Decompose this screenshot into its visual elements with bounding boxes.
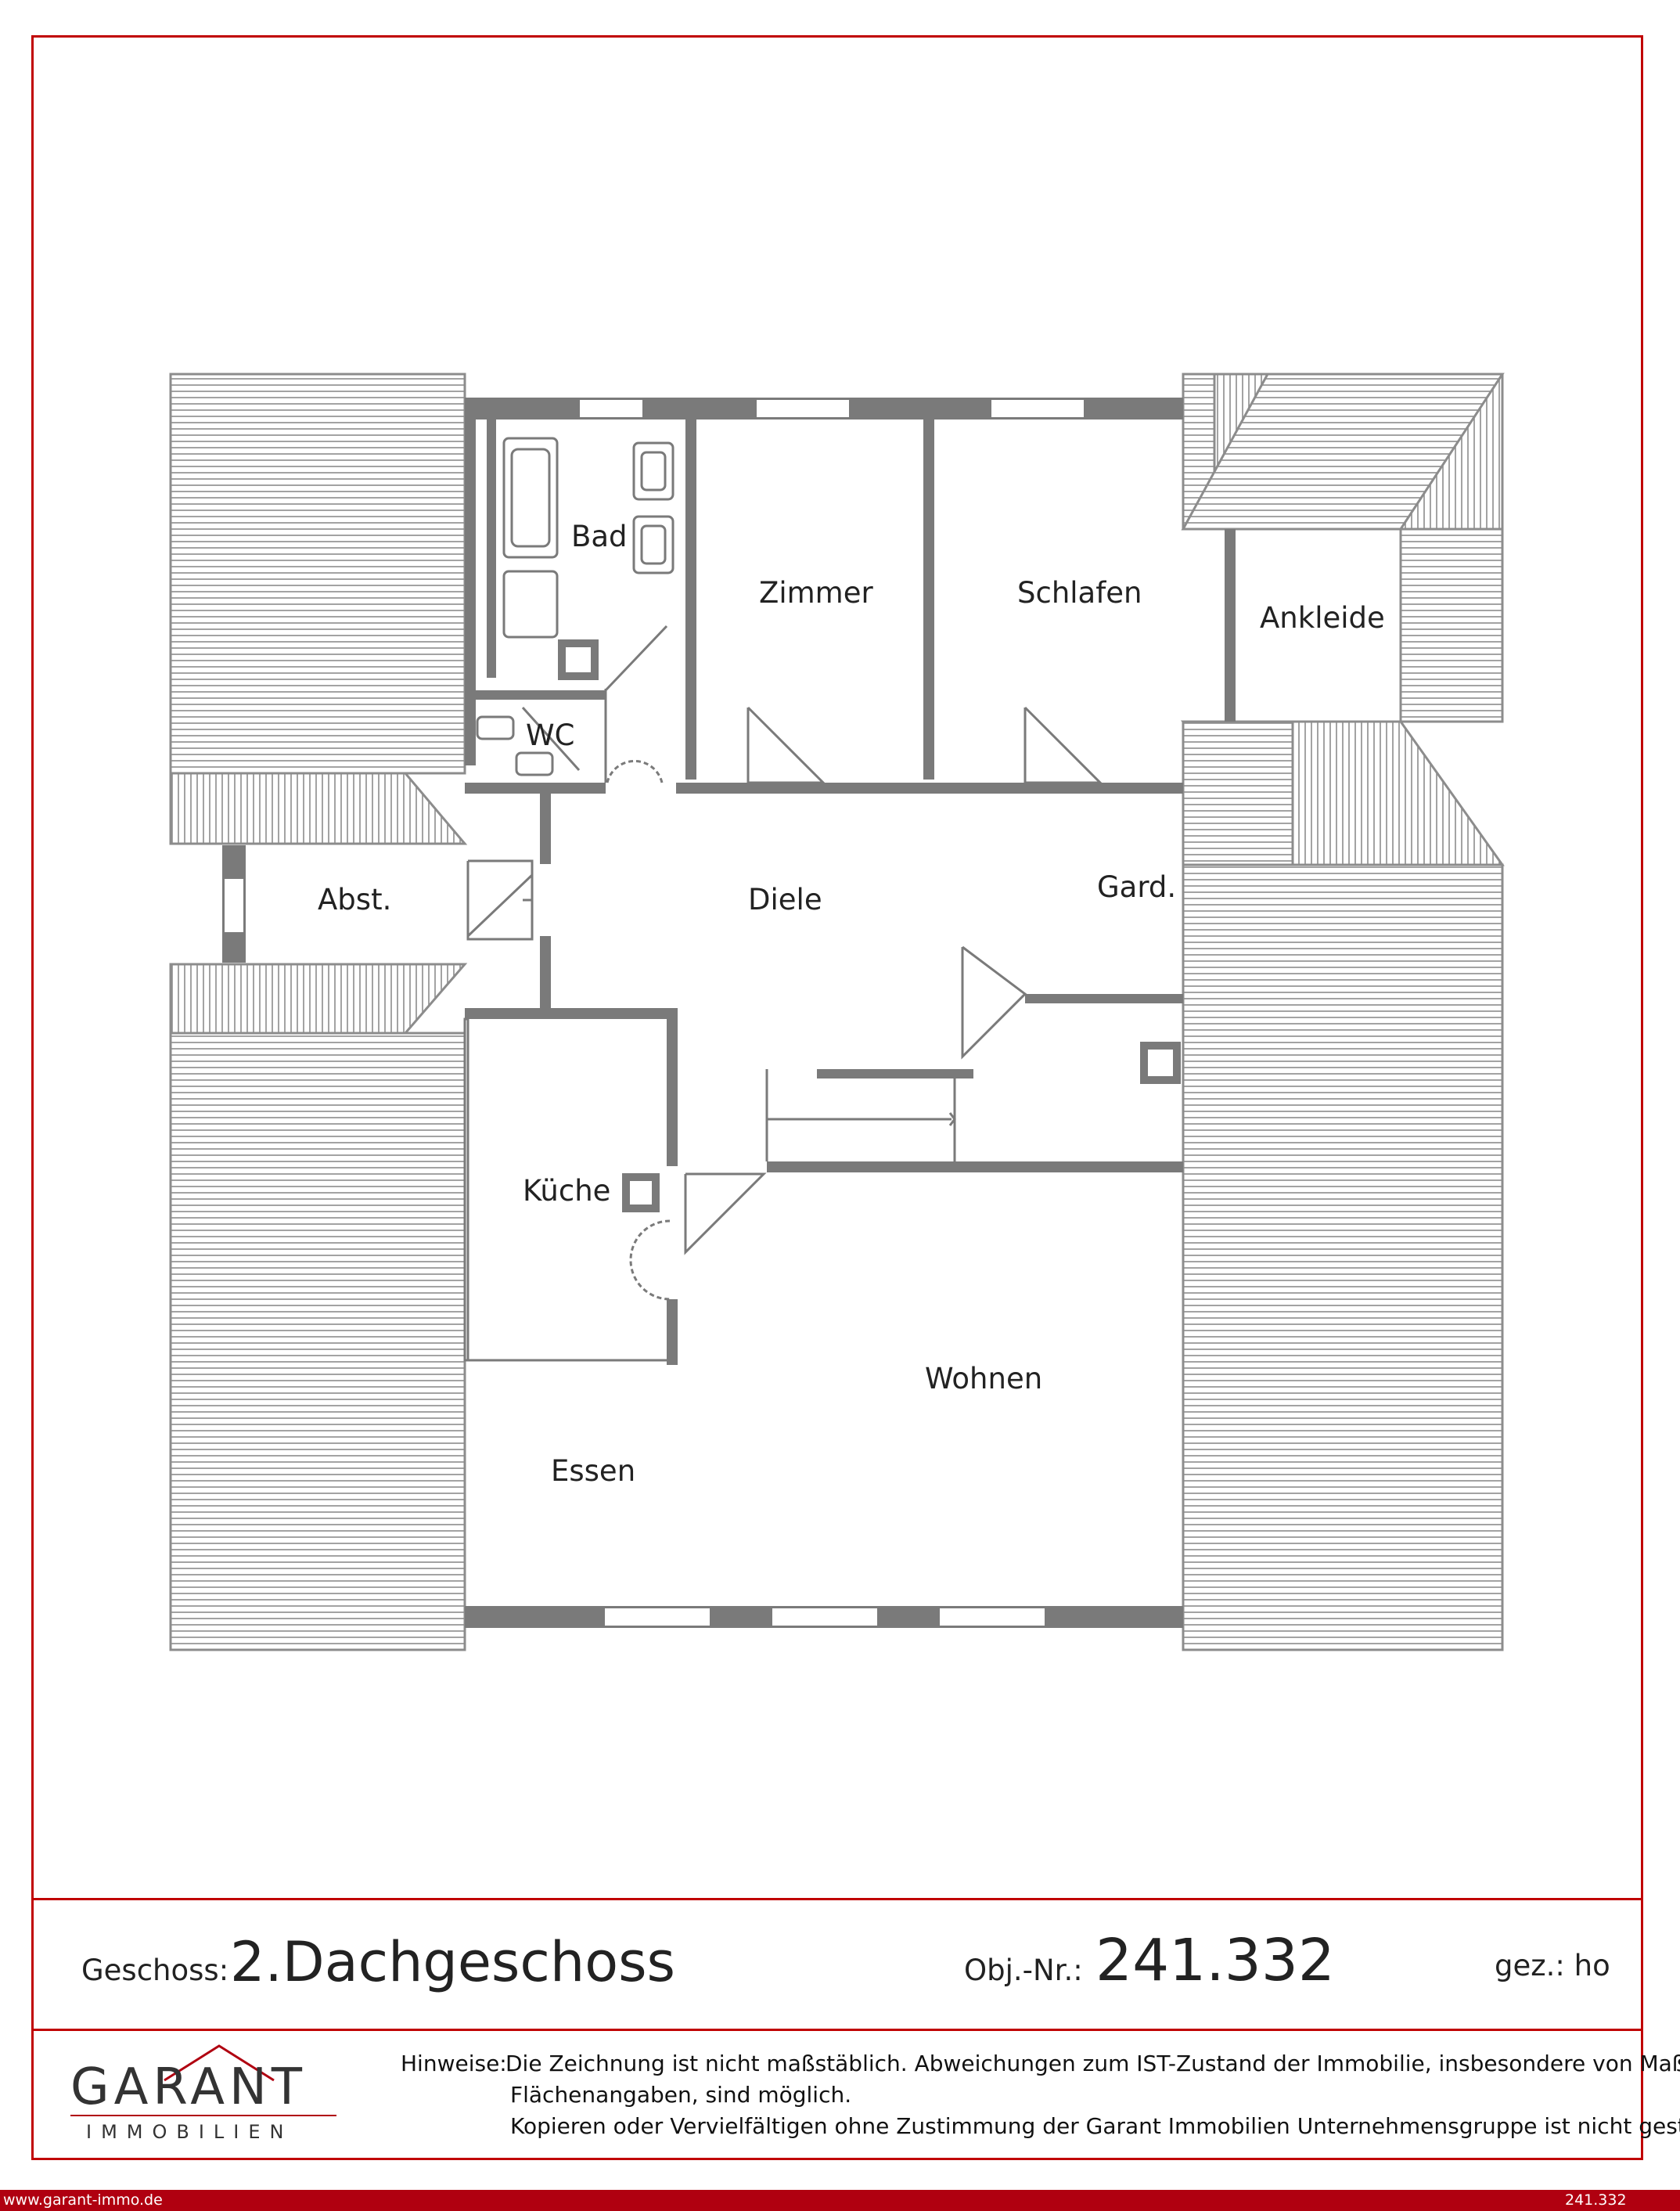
garant-logo: GARANT IMMOBILIEN — [70, 2043, 344, 2152]
geschoss-label: Geschoss: — [81, 1954, 229, 1987]
bottom-bar: www.garant-immo.de 241.332 — [0, 2190, 1680, 2211]
obj-nr-value: 241.332 — [1095, 1927, 1336, 1994]
roof-right-lower — [1182, 863, 1504, 1651]
walls — [222, 398, 1236, 1628]
room-label-abst: Abst. — [318, 883, 392, 916]
logo-sub: IMMOBILIEN — [86, 2121, 293, 2143]
footer-divider-top — [31, 1898, 1643, 1900]
roof-left-upper — [169, 373, 466, 775]
logo-underline — [70, 2115, 336, 2116]
room-label-essen: Essen — [551, 1454, 636, 1488]
roof-left-upper-hip — [169, 772, 468, 845]
footer-divider-middle — [31, 2029, 1643, 2031]
drawn-by: gez.: ho — [1495, 1949, 1610, 1982]
notes-line-2: Flächenangaben, sind möglich. — [510, 2082, 852, 2108]
roof-left-lower — [169, 1032, 466, 1651]
notes-line-3: Kopieren oder Vervielfältigen ohne Zusti… — [510, 2113, 1680, 2139]
room-label-bad: Bad — [571, 520, 628, 553]
obj-nr-label: Obj.-Nr.: — [964, 1954, 1083, 1987]
room-label-zimmer: Zimmer — [759, 576, 873, 610]
bottom-bar-number: 241.332 — [1565, 2191, 1627, 2209]
room-label-wc: WC — [526, 718, 575, 752]
room-label-schlafen: Schlafen — [1017, 576, 1142, 610]
page-frame — [31, 35, 1643, 2160]
roof-right-upper-hip-diag — [1181, 373, 1505, 531]
room-label-gard: Gard. — [1097, 870, 1177, 904]
roof-right-lower-top — [1182, 720, 1294, 866]
notes-line-1: Die Zeichnung ist nicht maßstäblich. Abw… — [505, 2051, 1680, 2076]
room-label-ankleide: Ankleide — [1260, 601, 1385, 635]
roof-right-mid-side — [1399, 528, 1504, 723]
notes-label: Hinweise: — [401, 2051, 507, 2076]
room-label-diele: Diele — [748, 883, 822, 916]
geschoss-value: 2.Dachgeschoss — [230, 1930, 676, 1994]
roof-left-lower-hip — [169, 963, 468, 1035]
room-label-kueche: Küche — [523, 1174, 611, 1208]
fixtures — [463, 437, 1181, 1362]
bottom-bar-url[interactable]: www.garant-immo.de — [3, 2191, 163, 2209]
logo-name: GARANT — [70, 2058, 307, 2116]
logo-roof-icon — [164, 2044, 275, 2082]
roof-slopes — [169, 373, 1505, 1651]
room-label-wohnen: Wohnen — [925, 1362, 1043, 1395]
